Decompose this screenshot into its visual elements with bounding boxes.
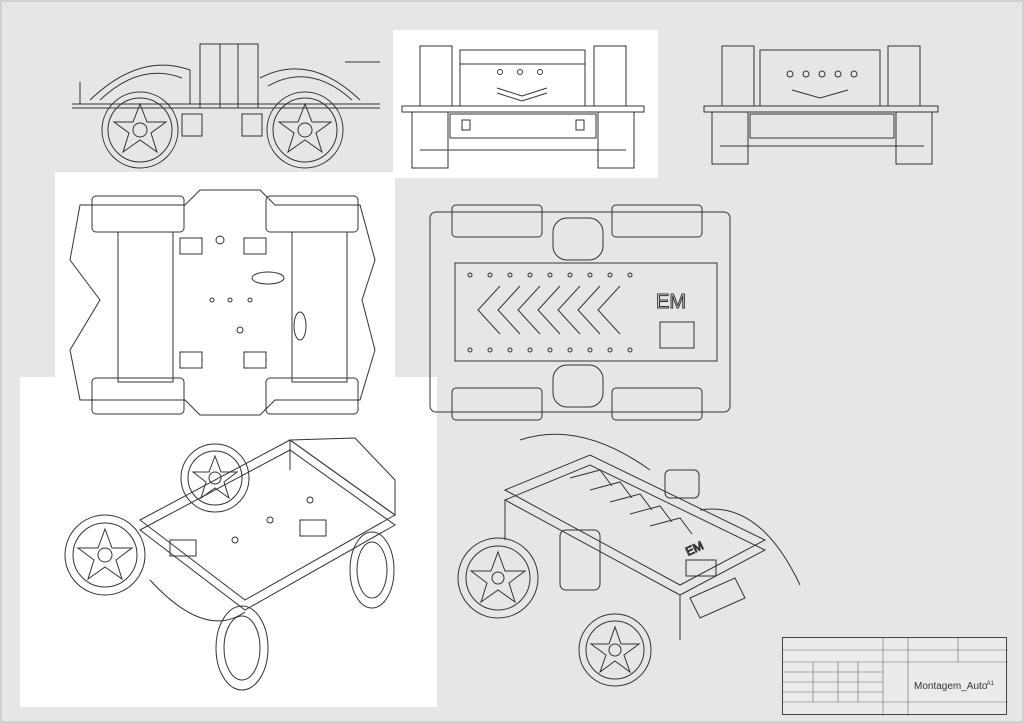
drawing-name: Montagem_Auto <box>914 681 988 692</box>
iso-top-view <box>457 433 801 687</box>
title-block: Montagem_Auto A1 <box>782 637 1008 716</box>
iso-bottom-panel <box>20 377 437 707</box>
iso-bottom-view <box>64 437 396 691</box>
front-view-panel <box>393 30 658 178</box>
front-view <box>401 45 645 169</box>
title-block-grid <box>783 638 1008 716</box>
side-view <box>72 43 380 169</box>
top-view-holes <box>467 272 633 353</box>
bottom-view-panel <box>55 172 395 377</box>
top-view <box>429 204 731 421</box>
bottom-view <box>69 189 376 416</box>
sheet-size: A1 <box>986 681 994 687</box>
rear-view <box>703 45 939 165</box>
logo-text: EM <box>656 291 686 313</box>
